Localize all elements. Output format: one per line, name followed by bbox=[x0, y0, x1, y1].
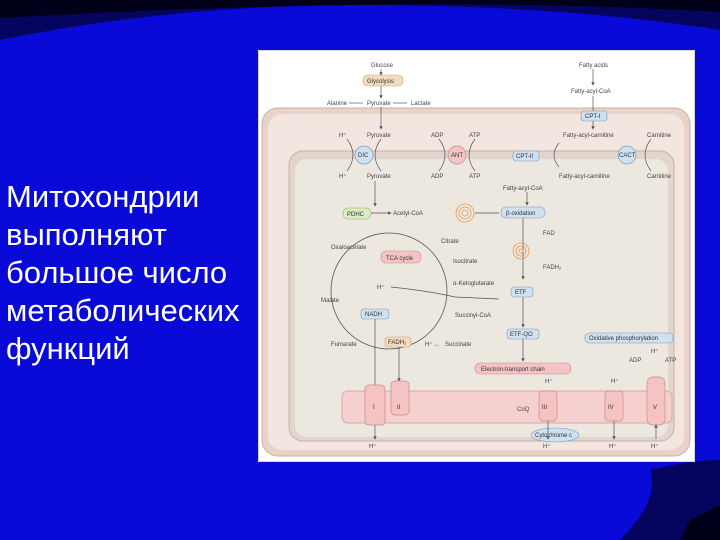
complex-iii-label: III bbox=[542, 405, 547, 411]
etf-box bbox=[510, 286, 534, 298]
fad-spiral bbox=[512, 242, 530, 260]
malate-label: Malate bbox=[321, 298, 340, 304]
pdhc-box bbox=[342, 207, 372, 220]
pdhc-label: PDHC bbox=[347, 212, 365, 218]
mitochondria-diagram: Glucose Glycolysis Alanine Pyruvate Lact… bbox=[258, 50, 695, 462]
top-dark-swoosh bbox=[0, 0, 720, 40]
complex-v bbox=[646, 376, 666, 426]
top-black-band bbox=[0, 0, 720, 18]
title-line-2: выполняют bbox=[6, 217, 167, 252]
atp-low-label: ATP bbox=[469, 174, 480, 180]
h-succinate-label: H⁺ ← bbox=[425, 341, 440, 348]
pyruvate-low-label: Pyruvate bbox=[367, 174, 391, 180]
tca-cycle-box bbox=[380, 250, 422, 264]
h-atp-synthase-label: H⁺ bbox=[651, 348, 659, 355]
title-line-4: метаболических bbox=[6, 293, 240, 328]
h-iv-label: H⁺ bbox=[611, 378, 619, 385]
glucose-label: Glucose bbox=[371, 63, 394, 69]
cytochrome-c-label: Cytochrome c bbox=[535, 433, 572, 439]
adp-mid-label: ADP bbox=[431, 133, 443, 139]
alpha-ketoglutarate-label: α-Ketoglutarate bbox=[453, 281, 495, 287]
h-top-label: H⁺ bbox=[339, 132, 347, 139]
fadh2-box bbox=[384, 336, 412, 348]
oxphos-label: Oxidative phosphorylation bbox=[589, 336, 658, 342]
glycolysis-label: Glycolysis bbox=[367, 79, 394, 85]
fadh2-box-label: FADH₂ bbox=[388, 340, 407, 346]
acetyl-coa-label: Acetyl-CoA bbox=[393, 211, 423, 217]
fatty-acyl-carnitine-top-label: Fatty-acyl-carnitine bbox=[563, 133, 614, 139]
adp-atp-synthase-label: ADP bbox=[629, 358, 641, 364]
slide-title: Митохондрии выполняют большое число мета… bbox=[6, 178, 258, 368]
ant-transporter bbox=[447, 145, 467, 165]
lactate-label: Lactate bbox=[411, 101, 431, 107]
tca-cycle-label: TCA cycle bbox=[386, 256, 414, 262]
cact-transporter bbox=[617, 145, 637, 165]
carnitine-low-label: Carnitine bbox=[647, 174, 672, 180]
etf-qo-label: ETF-QO bbox=[510, 332, 533, 338]
isocitrate-label: Isocitrate bbox=[453, 259, 478, 265]
etc-box bbox=[474, 362, 572, 375]
complex-iv-label: IV bbox=[608, 405, 614, 411]
pyruvate-mid-label: Pyruvate bbox=[367, 133, 391, 139]
carnitine-top-label: Carnitine bbox=[647, 133, 672, 139]
cytochrome-c bbox=[530, 427, 580, 443]
atp-mid-label: ATP bbox=[469, 133, 480, 139]
dic-transporter bbox=[354, 145, 374, 165]
complex-ii bbox=[390, 380, 410, 416]
cpt1-label: CPT-I bbox=[585, 114, 601, 120]
fumarate-label: Fumarate bbox=[331, 342, 357, 348]
tca-cycle-ring bbox=[330, 232, 448, 350]
etc-label: Electron-transport chain bbox=[481, 367, 545, 373]
h-out-3-label: H⁺ bbox=[543, 443, 551, 450]
fatty-acyl-coa-top-label: Fatty-acyl-CoA bbox=[571, 89, 611, 95]
glycolysis-box bbox=[362, 74, 404, 87]
beta-oxidation-label: β-oxidation bbox=[506, 211, 535, 217]
atp-atp-synthase-label: ATP bbox=[665, 358, 676, 364]
cristae-band bbox=[341, 390, 673, 424]
succinate-label: Succinate bbox=[445, 342, 472, 348]
fad-label: FAD bbox=[543, 231, 555, 237]
title-line-1: Митохондрии bbox=[6, 179, 200, 214]
fatty-acyl-carnitine-low-label: Fatty-acyl-carnitine bbox=[559, 174, 610, 180]
title-line-5: функций bbox=[6, 331, 130, 366]
h-out-5-label: H⁺ bbox=[651, 443, 659, 450]
oxaloacetate-label: Oxaloacetate bbox=[331, 245, 367, 251]
h-out-4-label: H⁺ bbox=[609, 443, 617, 450]
citrate-label: Citrate bbox=[441, 239, 459, 245]
complex-v-label: V bbox=[653, 405, 657, 411]
nadh-label: NADH bbox=[365, 312, 382, 318]
beta-oxidation-spiral bbox=[455, 203, 475, 223]
cpt2-label: CPT-II bbox=[516, 154, 533, 160]
succinyl-coa-label: Succinyl-CoA bbox=[455, 313, 491, 319]
h-out-1-label: H⁺ bbox=[369, 443, 377, 450]
etf-label: ETF bbox=[515, 290, 527, 296]
cpt2-box bbox=[512, 150, 540, 162]
adp-low-label: ADP bbox=[431, 174, 443, 180]
complex-ii-label: II bbox=[397, 405, 401, 411]
cpt1-box bbox=[580, 110, 608, 122]
complex-i bbox=[364, 384, 386, 426]
coq-label: CoQ bbox=[517, 407, 530, 413]
alanine-label: Alanine bbox=[327, 101, 348, 107]
fatty-acids-label: Fatty acids bbox=[579, 63, 608, 69]
dic-label: DIC bbox=[358, 153, 369, 159]
h-iii-label: H⁺ bbox=[545, 378, 553, 385]
oxphos-box bbox=[584, 332, 674, 344]
pyruvate-top-label: Pyruvate bbox=[367, 101, 391, 107]
fatty-acyl-coa-in-label: Fatty-acyl-CoA bbox=[503, 186, 543, 192]
complex-i-label: I bbox=[373, 405, 375, 411]
bottom-black-corner bbox=[680, 505, 720, 540]
h-tca-label: H⁺ bbox=[377, 284, 385, 291]
ant-label: ANT bbox=[451, 153, 463, 159]
cact-label: CACT bbox=[619, 153, 636, 159]
fadh2-label: FADH₂ bbox=[543, 265, 562, 271]
h-low-label: H⁺ bbox=[339, 173, 347, 180]
title-line-3: большое число bbox=[6, 255, 228, 290]
